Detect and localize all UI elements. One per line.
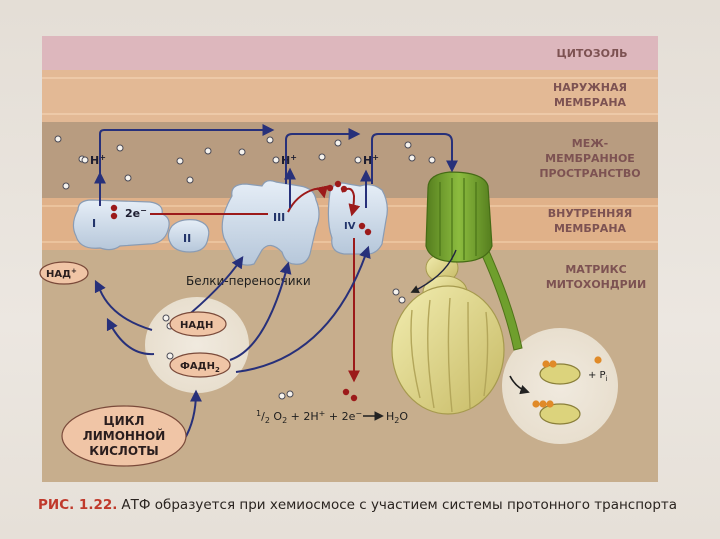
label-inner-membrane-1: ВНУТРЕННЯЯ <box>548 207 633 220</box>
figure-caption: РИС. 1.22.АТФ образуется при хемиосмосе … <box>38 497 710 513</box>
fadh2-label: ФАДН2 <box>180 361 220 374</box>
pi-label: + Pi <box>588 370 608 383</box>
label-cytosol: ЦИТОЗОЛЬ <box>557 47 628 60</box>
nadh-fadh2-glow <box>145 297 249 393</box>
atp-synthase-rotor <box>425 171 493 263</box>
complex-iv-label: IV <box>344 221 356 232</box>
proton-label-1: H+ <box>90 153 106 167</box>
citric-cycle-line1: ЦИКЛ <box>104 414 145 428</box>
water-equation: 1/2 O2 + 2H+ + 2e− H2O <box>256 388 408 425</box>
region-labels: ЦИТОЗОЛЬ НАРУЖНАЯ МЕМБРАНА МЕЖ- МЕМБРАНН… <box>539 47 646 291</box>
carrier-proteins-label: Белки-переносчики <box>186 274 311 288</box>
cytosol-band <box>42 36 658 70</box>
fadh2-badge: ФАДН2 <box>166 352 231 378</box>
label-matrix-2: МИТОХОНДРИИ <box>546 278 646 291</box>
proton-label-3: H+ <box>363 153 379 167</box>
complex-i-label: I <box>92 217 96 230</box>
proton-pump-arrows <box>94 124 458 208</box>
atp-formation-glow <box>502 328 618 444</box>
complex-ii-label: II <box>183 232 191 245</box>
label-intermembrane-3: ПРОСТРАНСТВО <box>539 167 640 180</box>
label-inner-membrane-2: МЕМБРАНА <box>554 222 627 235</box>
figure-number: РИС. 1.22. <box>38 497 118 513</box>
figure-caption-text: АТФ образуется при хемиосмосе с участием… <box>121 497 678 513</box>
electron-pair: 2e− <box>110 204 147 220</box>
citric-cycle-line3: КИСЛОТЫ <box>89 444 158 458</box>
water-product: H2O <box>386 410 408 425</box>
label-matrix-1: МАТРИКС <box>565 263 626 276</box>
complex-ii: II <box>167 219 210 253</box>
atp-formation: + Pi <box>509 356 608 425</box>
electron-transport-path <box>150 185 361 383</box>
label-intermembrane-1: МЕЖ- <box>572 137 609 150</box>
electron-label: 2e− <box>125 206 147 220</box>
complex-i: I <box>72 199 170 251</box>
equation-text: 1/2 O2 + 2H+ + 2e− <box>256 409 362 425</box>
label-outer-membrane-2: МЕМБРАНА <box>554 96 627 109</box>
electron-dots <box>326 180 372 236</box>
atp-synthase-head <box>391 253 505 415</box>
synthase-proton-flow <box>410 249 457 293</box>
complex-iii-label: III <box>273 211 285 224</box>
nad-plus-badge: НАД+ <box>39 261 89 285</box>
nadh-badge: НАДН <box>162 311 227 337</box>
complex-iv: IV <box>327 182 388 255</box>
label-outer-membrane-1: НАРУЖНАЯ <box>553 81 627 94</box>
nadh-label: НАДН <box>180 320 213 331</box>
label-intermembrane-2: МЕМБРАННОЕ <box>545 152 635 165</box>
citric-acid-cycle: ЦИКЛ ЛИМОННОЙ КИСЛОТЫ <box>61 405 187 467</box>
citric-cycle-line2: ЛИМОННОЙ <box>83 428 165 443</box>
nad-plus-label: НАД+ <box>46 267 77 280</box>
